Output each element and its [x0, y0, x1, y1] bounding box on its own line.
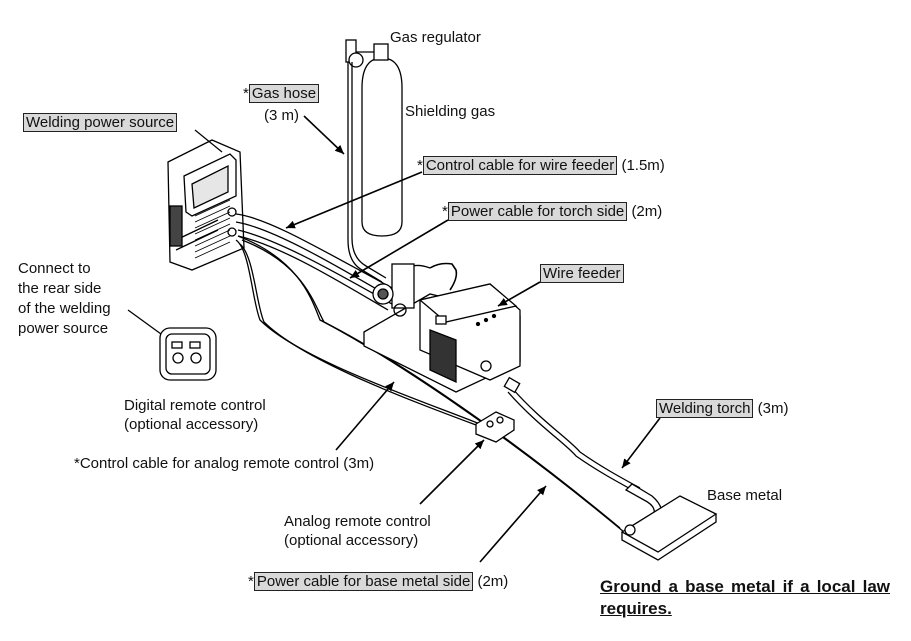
arrow-analog-remote: [419, 439, 485, 505]
label-welding-power-source-group: Welding power source: [23, 113, 178, 132]
analog-remote-control: [475, 411, 515, 443]
welding-torch-cable: [511, 387, 641, 489]
label-power-cable-torch-length: (2m): [631, 203, 663, 220]
feeder-knob: [372, 283, 394, 305]
label-connect-rear-2: the rear side: [18, 280, 102, 297]
label-analog-remote-1: Analog remote control: [284, 513, 431, 530]
leader-welding-power-source: [194, 129, 223, 153]
label-control-cable-analog: *Control cable for analog remote control…: [74, 455, 375, 472]
label-control-cable-wire-feeder-group: *Control cable for wire feeder (1.5m): [417, 156, 665, 175]
label-connect-rear-4: power source: [18, 320, 109, 337]
gas-hose-2: [351, 62, 387, 279]
base-metal-plate: [620, 495, 718, 561]
welding-power-source: [167, 139, 245, 271]
label-base-metal: Base metal: [707, 487, 783, 504]
label-power-cable-torch-star: *: [442, 203, 448, 220]
label-gas-hose-star: *: [243, 85, 249, 102]
gas-cylinder: [361, 43, 403, 237]
arrow-welding-torch: [621, 417, 661, 469]
label-control-cable-wire-feeder: Control cable for wire feeder: [422, 156, 618, 175]
label-connect-rear-1: Connect to: [18, 260, 91, 277]
arrow-control-cable-wire-feeder: [285, 171, 423, 229]
label-power-cable-base-star: *: [248, 573, 254, 590]
label-power-cable-torch: Power cable for torch side: [447, 202, 628, 221]
label-shielding-gas: Shielding gas: [405, 103, 496, 120]
label-welding-torch-length: (3m): [757, 400, 789, 417]
wire-feeder-unit: [363, 262, 521, 393]
control-cable-wire-feeder: [235, 213, 397, 291]
label-wire-feeder-group: Wire feeder: [540, 264, 624, 283]
label-power-cable-base-length: (2m): [477, 573, 509, 590]
label-welding-torch: Welding torch: [656, 399, 754, 418]
arrow-wire-feeder: [497, 281, 541, 307]
arrow-power-cable-torch: [349, 219, 449, 279]
gas-regulator: [345, 39, 374, 68]
label-gas-hose-group: *Gas hose: [243, 84, 320, 103]
label-power-cable-torch-group: *Power cable for torch side (2m): [442, 202, 662, 221]
arrow-analog-cable: [335, 381, 395, 451]
label-wire-feeder: Wire feeder: [540, 264, 624, 283]
label-digital-remote-2: (optional accessory): [124, 416, 259, 433]
label-digital-remote-1: Digital remote control: [124, 397, 266, 414]
digital-remote-control: [159, 327, 217, 381]
gas-hose: [347, 62, 383, 283]
grounding-note: Ground a base metal if a local law requi…: [600, 577, 890, 618]
label-gas-hose-length: (3 m): [264, 107, 299, 124]
label-control-cable-wire-feeder-length: (1.5m): [621, 157, 665, 174]
label-power-cable-base-group: *Power cable for base metal side (2m): [248, 572, 508, 591]
label-control-cable-star: *: [417, 157, 423, 174]
label-analog-remote-2: (optional accessory): [284, 532, 419, 549]
label-power-cable-base: Power cable for base metal side: [253, 572, 474, 591]
label-welding-power-source: Welding power source: [23, 113, 178, 132]
label-welding-torch-group: Welding torch (3m): [656, 399, 788, 418]
label-gas-hose: Gas hose: [248, 84, 320, 103]
label-connect-rear-3: of the welding: [18, 300, 111, 317]
arrow-gas-hose: [303, 115, 345, 155]
label-gas-regulator: Gas regulator: [390, 29, 481, 46]
arrow-base-cable: [479, 485, 547, 563]
